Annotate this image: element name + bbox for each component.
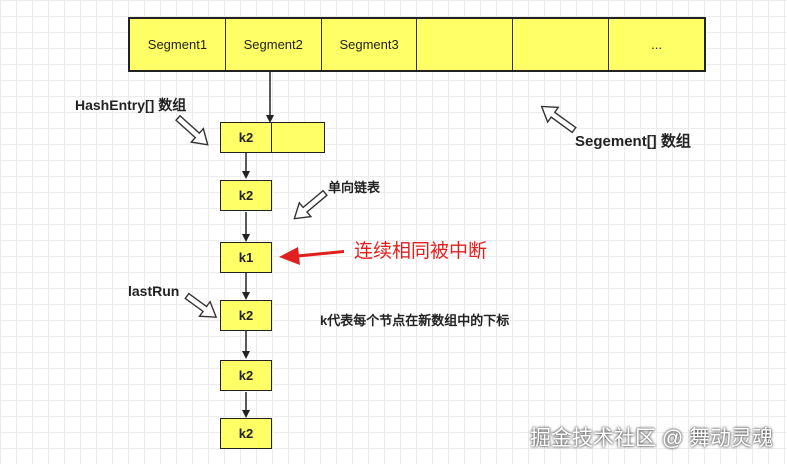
linked-list-label: 单向链表 bbox=[328, 180, 381, 195]
k-note: k代表每个节点在新数组中的下标 bbox=[320, 313, 510, 328]
broken-label: 连续相同被中断 bbox=[354, 241, 488, 262]
list-node: k2 bbox=[220, 360, 272, 391]
segment-cell: Segment1 bbox=[130, 19, 226, 70]
linked-list-pointer-arrow bbox=[293, 189, 328, 220]
red-pointer-arrow bbox=[279, 247, 344, 265]
list-node: k2 bbox=[220, 300, 272, 331]
segment-cell: Segment2 bbox=[226, 19, 322, 70]
watermark: 掘金技术社区 @ 舞动灵魂 bbox=[530, 427, 773, 450]
segment-array: Segment1 Segment2 Segment3 ... bbox=[128, 17, 706, 72]
last-run-label: lastRun bbox=[128, 283, 180, 299]
segment-cell: ... bbox=[651, 37, 662, 52]
list-node: k2 bbox=[220, 180, 272, 211]
segment-cell bbox=[513, 19, 610, 70]
hash-entry-cell bbox=[271, 122, 325, 153]
last-run-pointer-arrow bbox=[184, 292, 218, 318]
segment-array-label: Segement[] 数组 bbox=[575, 133, 691, 150]
list-node: k2 bbox=[220, 122, 272, 153]
hash-entry-label: HashEntry[] 数组 bbox=[75, 97, 187, 113]
hash-entry-pointer-arrow bbox=[175, 114, 209, 146]
segment-array-pointer-arrow bbox=[540, 105, 577, 134]
list-node: k2 bbox=[220, 418, 272, 449]
segment-cell bbox=[417, 19, 514, 70]
segment-cell: Segment3 bbox=[322, 19, 418, 70]
list-node: k1 bbox=[220, 242, 272, 273]
